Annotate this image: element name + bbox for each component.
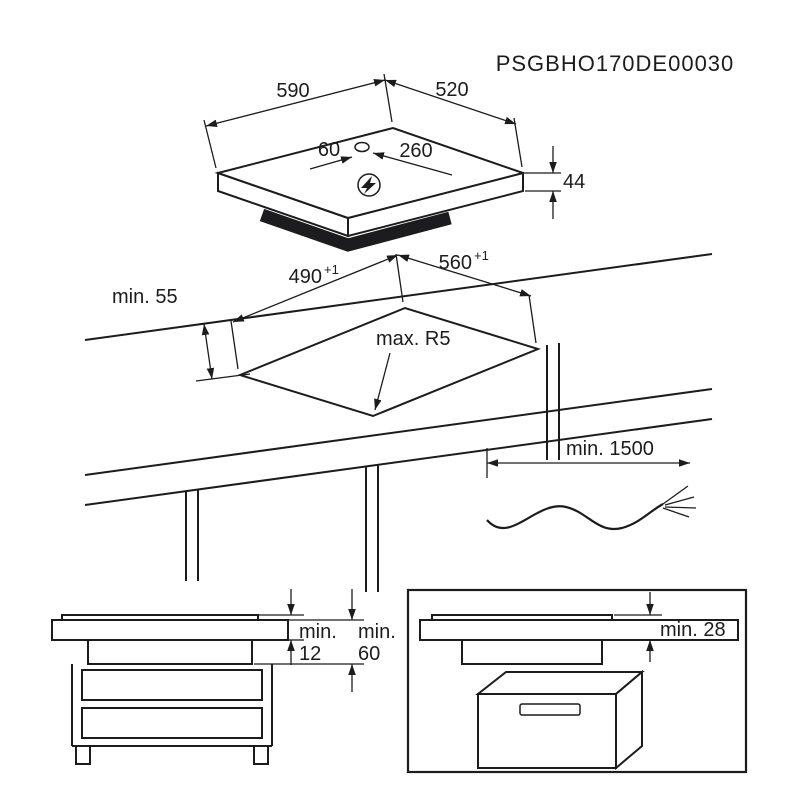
lightning-bolt-icon (361, 176, 376, 194)
dimension-60-label: 60 (318, 139, 340, 161)
view-frame (406, 588, 748, 774)
dimension-min12-value: 12 (299, 643, 321, 665)
drawer-front-bottom (81, 707, 263, 739)
dimension-min60-word: min. (358, 621, 396, 643)
oven-clearance-view: min. 28 (406, 588, 748, 774)
part-number-label: PSGBHO170DE00030 (496, 51, 735, 76)
worktop-view: 490 +1 560 +1 min. 55 max. R5 (84, 248, 713, 592)
dimension-connection-right: 260 (372, 140, 453, 176)
worktop-leg-back (546, 343, 560, 460)
hob-glass-side-oven (431, 614, 613, 621)
electrical-connection-symbol (357, 173, 381, 197)
hob-body-side-oven (461, 639, 603, 665)
dimension-260-label: 260 (399, 140, 432, 162)
worktop-front-edge (84, 388, 713, 476)
built-in-oven (475, 669, 645, 771)
dimension-edge-distance: min. 55 (112, 286, 251, 382)
worktop-back-edge (84, 253, 713, 341)
oven-top-face (475, 671, 645, 695)
worktop-leg-middle (365, 465, 379, 592)
dimension-520-label: 520 (435, 79, 468, 101)
dimension-hob-height: 44 (525, 146, 585, 219)
worktop-cutout (237, 306, 541, 418)
dimension-44-label: 44 (563, 171, 585, 193)
dimension-connection-left: 60 (309, 139, 353, 170)
worktop-leg-left (185, 489, 199, 581)
cable-gland (354, 141, 370, 153)
dimension-490-tolerance: +1 (324, 262, 339, 277)
cabinet-foot-left (75, 745, 91, 765)
dimension-590-label: 590 (276, 80, 309, 102)
corner-radius-callout: max. R5 (374, 328, 450, 411)
dimension-560-label: 560 (439, 252, 472, 274)
dimension-min55-label: min. 55 (112, 286, 178, 308)
cable-length-view: min. 1500 (486, 438, 697, 531)
dimension-min60-value: 60 (358, 643, 380, 665)
dimension-min12-word: min. (299, 621, 337, 643)
oven-handle (519, 703, 581, 716)
cabinet-foot-right (253, 745, 269, 765)
dimension-560-tolerance: +1 (474, 248, 489, 263)
oven-side-face (615, 669, 643, 771)
dimension-min12: min. 12 (258, 589, 337, 665)
hob-glass-top (214, 126, 527, 220)
dimension-cutout-width: 490 +1 (232, 254, 399, 323)
mains-cable-curve (486, 503, 664, 531)
dimension-490-label: 490 (289, 266, 322, 288)
dimension-cutout-depth: 560 +1 (397, 248, 532, 297)
drawer-clearance-view: min. 12 min. 60 (51, 589, 396, 765)
drawer-front-top (81, 669, 263, 701)
dimension-min60: min. 60 (254, 589, 396, 692)
dimension-r5-label: max. R5 (376, 328, 450, 350)
hob-isometric-view: 60 260 590 520 44 (203, 73, 585, 252)
dimension-min28: min. 28 (614, 592, 726, 662)
dimension-min28-label: min. 28 (660, 619, 726, 641)
hob-body-side (87, 639, 253, 665)
worktop-front-bottom-edge (84, 418, 713, 506)
cable-wire-ends (662, 485, 697, 518)
dimension-cable-length-label: min. 1500 (566, 438, 654, 460)
dimension-hob-depth: 520 (384, 79, 523, 168)
worktop-side (51, 619, 289, 641)
hob-base-band (259, 208, 452, 252)
